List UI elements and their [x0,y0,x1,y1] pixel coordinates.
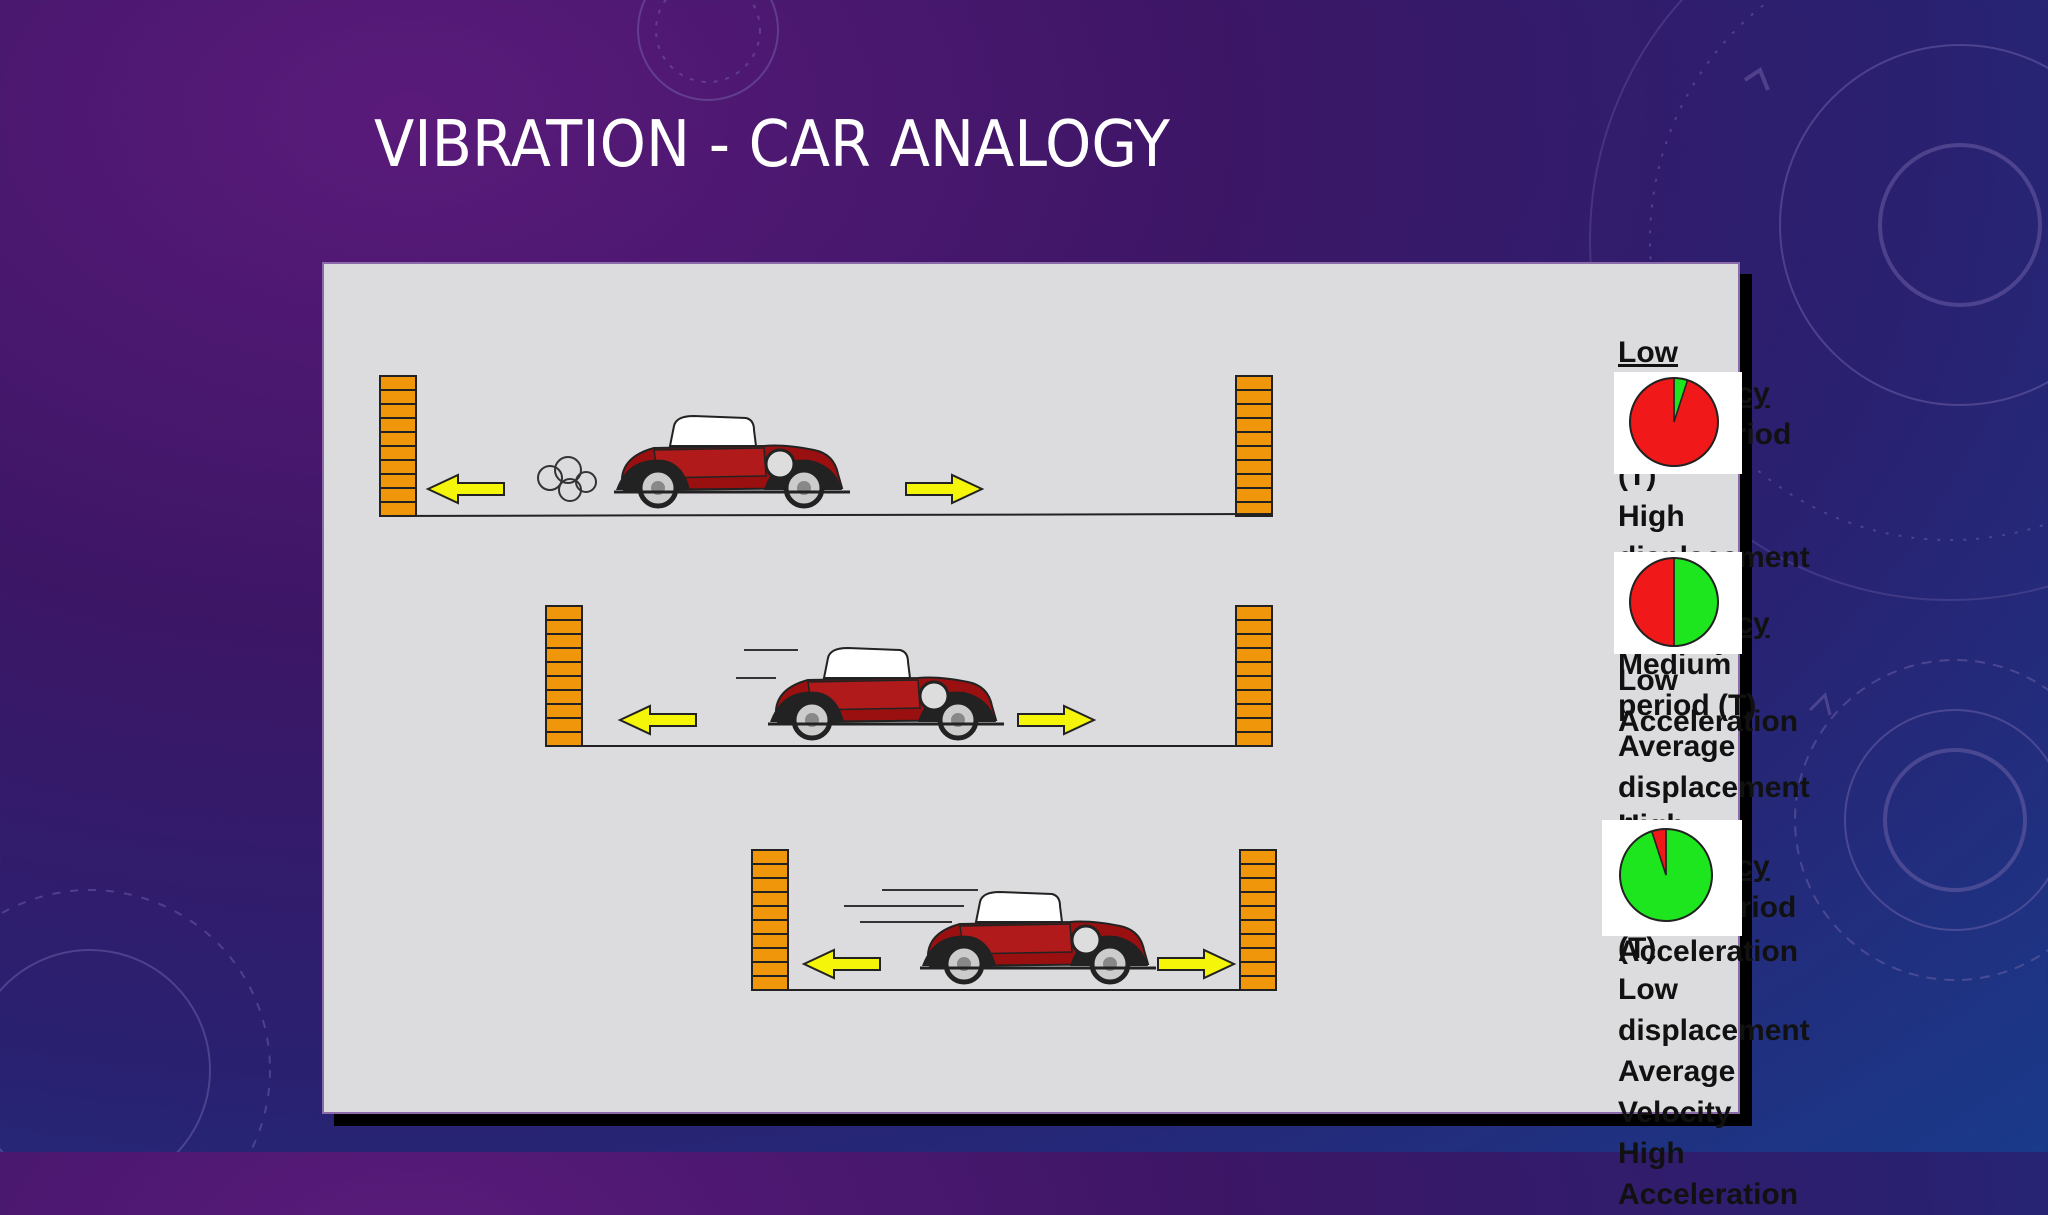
slide-title: VIBRATION - CAR ANALOGY [374,108,1171,182]
acceleration-line: High Acceleration [1618,1137,1799,1211]
speed-lines [844,889,978,923]
pie-outline [1619,828,1713,922]
right-arrow [1017,705,1095,735]
right-wall [1235,375,1273,517]
high-frequency-pie [1619,828,1713,922]
acceleration-line: Low Acceleration [1618,664,1799,738]
pie-outline [1629,377,1719,467]
low-frequency-pie-box [1614,372,1742,474]
high-frequency-pie-box [1602,820,1742,936]
diagram-canvas [379,375,1277,991]
ground-line [379,513,1273,517]
low-frequency-pie [1629,377,1719,467]
car [768,648,1004,738]
left-wall [751,849,789,991]
displacement-line: Low displacement [1618,973,1810,1047]
velocity-line: Average Velocity [1618,1055,1736,1129]
pie-outline [1629,557,1719,647]
left-wall [379,375,417,517]
background-decoration [0,0,2048,1152]
left-arrow [803,949,881,979]
diagram-panel: Low Frequency Long period (T) High displ… [322,262,1810,1211]
row-high-frequency-scene [751,849,1277,991]
medium-frequency-pie-box [1614,552,1742,654]
car [614,416,850,506]
exhaust-puff [537,456,597,502]
row-low-frequency-scene [379,375,1273,517]
right-arrow [905,474,983,504]
right-wall [1235,605,1273,747]
speed-lines [736,649,798,679]
pie-slice-red [1629,557,1675,647]
medium-frequency-pie [1629,557,1719,647]
row-medium-frequency-scene [545,605,1273,747]
left-wall [545,605,583,747]
period-line: Medium period (T) [1618,648,1757,722]
left-arrow [619,705,697,735]
pie-slice-green [1673,557,1719,647]
right-arrow [1157,949,1235,979]
displacement-line: Average displacement [1618,730,1810,804]
right-wall [1239,849,1277,991]
left-arrow [427,474,505,504]
